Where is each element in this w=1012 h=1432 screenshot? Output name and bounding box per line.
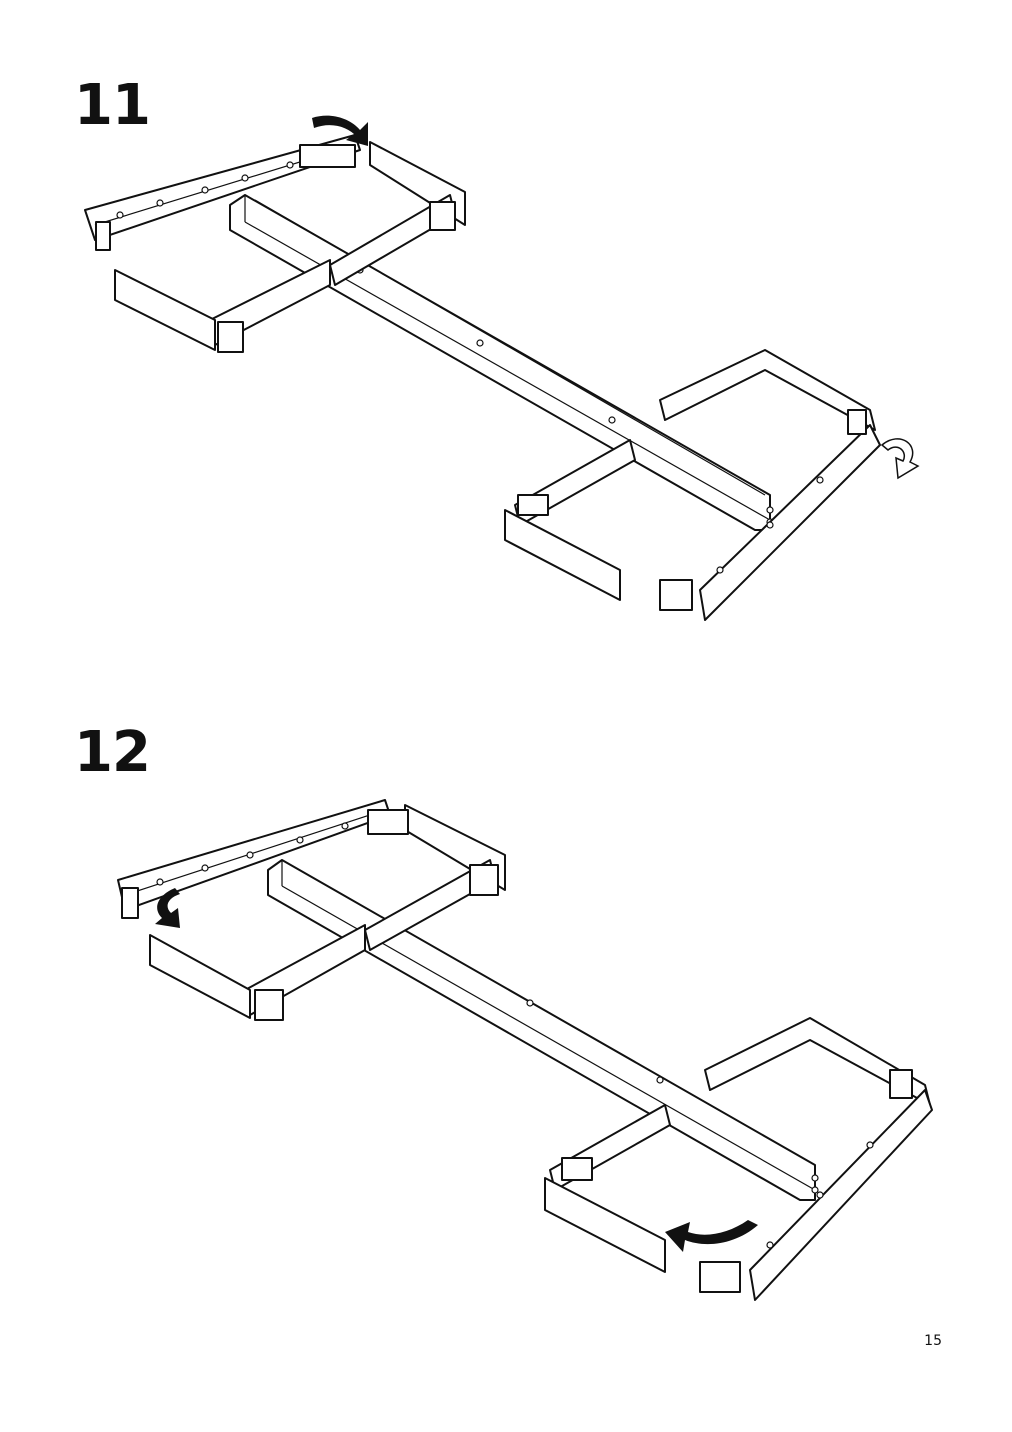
rotate-arrow-top-icon [312,115,368,146]
center-beam [267,859,819,1201]
rotate-arrow-right-icon [880,438,920,480]
page-number: 15 [924,1333,942,1349]
rotate-arrow-bottom-icon [665,1220,758,1252]
left-frame-rails [117,799,506,1021]
right-frame-rails [504,349,881,621]
left-frame-rails [84,134,466,353]
step-12-number: 12 [74,720,151,785]
center-beam [229,194,774,531]
right-frame-rails [544,1017,933,1301]
step-12-illustration [117,799,933,1301]
step-11-number: 11 [74,73,151,138]
rotate-arrow-left-icon [155,888,180,928]
step-11-illustration [84,115,920,621]
